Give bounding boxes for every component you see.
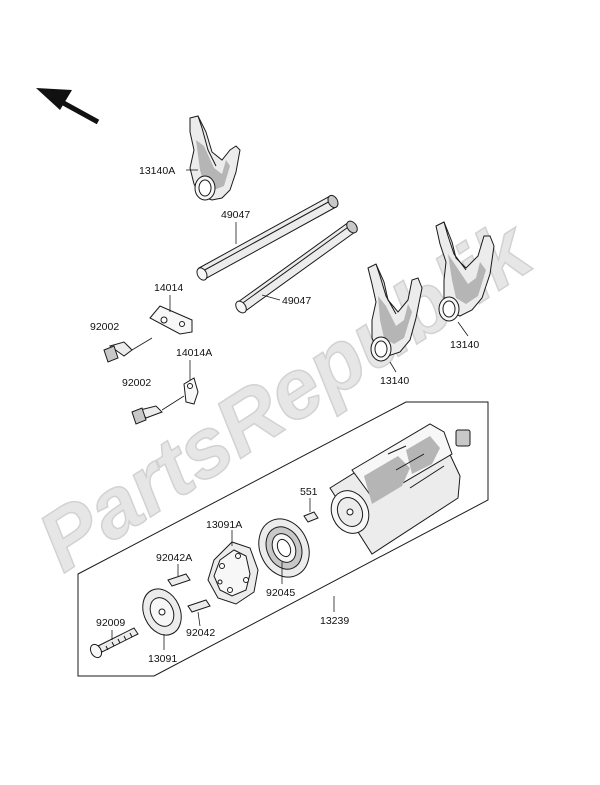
screw-92009[interactable]	[88, 627, 139, 660]
label-92042a: 92042A	[156, 552, 192, 564]
shift-drum-13239[interactable]	[324, 423, 471, 555]
pin-551[interactable]	[303, 511, 319, 523]
label-49047-top: 49047	[221, 209, 250, 221]
shift-rod-49047-lower[interactable]	[234, 219, 360, 315]
label-13091: 13091	[148, 653, 177, 665]
shift-fork-13140-right[interactable]	[435, 221, 495, 322]
shift-fork-13140-left[interactable]	[367, 263, 423, 362]
shift-rod-49047-upper[interactable]	[195, 194, 340, 282]
bearing-92045[interactable]	[250, 511, 319, 586]
label-13239: 13239	[320, 615, 349, 627]
pin-92042[interactable]	[187, 599, 211, 613]
label-92002-top: 92002	[90, 321, 119, 333]
label-14014a: 14014A	[176, 347, 212, 359]
label-14014: 14014	[154, 282, 183, 294]
lock-plate-14014a[interactable]	[183, 377, 199, 405]
label-13140-right: 13140	[450, 339, 479, 351]
holder-plate-13091[interactable]	[136, 583, 189, 642]
front-direction-arrow-icon	[36, 88, 100, 125]
label-92042: 92042	[186, 627, 215, 639]
label-49047-bottom: 49047	[282, 295, 311, 307]
bolt-92002-lower[interactable]	[131, 395, 185, 425]
shift-fork-13140a[interactable]	[189, 115, 241, 201]
label-92002-bottom: 92002	[122, 377, 151, 389]
assembly-frame-13239	[77, 401, 489, 677]
drum-cam-13091a[interactable]	[207, 541, 259, 605]
label-551: 551	[300, 486, 318, 498]
label-13140a: 13140A	[139, 165, 175, 177]
label-92009: 92009	[96, 617, 125, 629]
lock-plate-14014[interactable]	[149, 305, 193, 335]
label-13140-left: 13140	[380, 375, 409, 387]
label-13091a: 13091A	[206, 519, 242, 531]
label-92045: 92045	[266, 587, 295, 599]
pin-92042a[interactable]	[167, 573, 191, 587]
bolt-92002-upper[interactable]	[103, 337, 153, 363]
leader-lines	[111, 169, 469, 650]
